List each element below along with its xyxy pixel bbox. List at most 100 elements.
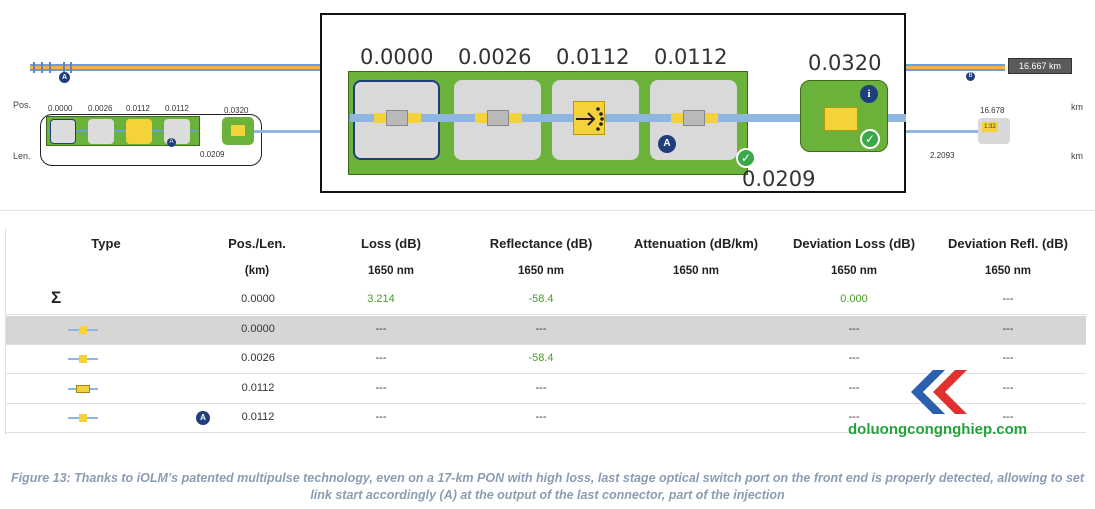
cell-loss: --- [375, 411, 387, 423]
col-header-atten[interactable]: Attenuation (dB/km) [633, 236, 759, 251]
col-subheader-refl: 1650 nm [517, 265, 565, 277]
connector-icon [669, 109, 719, 127]
col-header-type[interactable]: Type [91, 236, 121, 251]
switch-icon [68, 384, 98, 394]
cell-loss: --- [375, 382, 387, 394]
marker-a-icon: A [658, 135, 676, 153]
connector-icon [372, 109, 422, 127]
cell-dev-loss: --- [848, 411, 860, 423]
len-row-label: Len. [13, 151, 31, 161]
total-distance-badge: 16.667 km [1008, 58, 1072, 74]
col-subheader-loss: 1650 nm [367, 265, 415, 277]
sigma-icon: Σ [51, 288, 62, 307]
mini-fiber-line [48, 130, 198, 132]
event-tick [70, 62, 72, 73]
mini-position: 0.0112 [126, 104, 150, 113]
cell-dev-loss: 0.000 [840, 293, 868, 305]
cell-dev-loss: --- [848, 382, 860, 394]
cell-loss: --- [375, 352, 387, 364]
splitter-ratio: 1:32 [982, 122, 998, 132]
link-view: A B 16.667 km Pos. Len. km km 0.0000 0.0… [0, 0, 1095, 215]
col-subheader-dev-refl: 1650 nm [984, 265, 1032, 277]
table-row[interactable]: 0.0000 --- --- --- --- [6, 316, 1086, 345]
event-tick [33, 62, 35, 73]
col-header-dev-loss[interactable]: Deviation Loss (dB) [792, 236, 916, 251]
link-overview-bar-end[interactable] [905, 64, 1005, 71]
col-header-dev-refl[interactable]: Deviation Refl. (dB) [948, 236, 1068, 251]
pos-unit-label: km [1071, 102, 1083, 112]
marker-b-icon: B [966, 72, 975, 81]
events-table: Type Pos./Len. Loss (dB) Reflectance (dB… [5, 228, 1086, 435]
col-subheader-pos: (km) [244, 265, 270, 277]
mini-connector-event[interactable] [88, 119, 114, 144]
check-icon: ✓ [736, 148, 756, 168]
event-tick [49, 62, 51, 73]
cell-refl: -58.4 [528, 352, 554, 364]
col-header-refl[interactable]: Reflectance (dB) [489, 236, 593, 251]
mini-length: 0.0209 [200, 150, 225, 159]
zoom-position: 0.0112 [654, 45, 728, 69]
mini-final-component [231, 125, 245, 136]
cell-dev-refl: --- [1002, 411, 1014, 423]
cell-pos: 0.0026 [241, 352, 275, 364]
table-row[interactable]: A 0.0112 --- --- --- --- [6, 404, 1086, 433]
zoom-position: 0.0026 [458, 45, 532, 69]
mini-position: 0.0320 [224, 106, 249, 115]
end-length: 2.2093 [930, 151, 955, 160]
cell-pos: 0.0000 [241, 323, 275, 335]
link-overview-bar[interactable] [30, 64, 320, 71]
zoom-position: 0.0112 [556, 45, 630, 69]
cell-dev-refl: --- [1002, 293, 1014, 305]
marker-a-icon: A [59, 72, 70, 83]
cell-pos: 0.0112 [241, 382, 275, 394]
final-component-icon [824, 107, 858, 131]
cell-refl: --- [535, 411, 547, 423]
info-icon[interactable]: i [860, 85, 878, 103]
col-subheader-dev-loss: 1650 nm [830, 265, 878, 277]
cell-pos: 0.0112 [241, 411, 275, 423]
mini-position: 0.0000 [48, 104, 73, 113]
mini-position: 0.0026 [88, 104, 113, 113]
cell-dev-refl: --- [1002, 323, 1014, 335]
connector-icon [68, 325, 98, 335]
divider [0, 210, 1095, 211]
mini-switch-event[interactable] [126, 119, 152, 144]
watermark-logo [905, 366, 969, 418]
figure-caption: Figure 13: Thanks to iOLM’s patented mul… [10, 471, 1085, 502]
fiber-line [350, 114, 906, 122]
cell-refl: -58.4 [528, 293, 554, 305]
zoom-position: 0.0320 [808, 51, 882, 75]
optical-switch-icon [573, 101, 605, 135]
connector-icon [68, 413, 98, 423]
mini-marker-a-icon: A [167, 138, 176, 147]
cell-loss: --- [375, 323, 387, 335]
pos-row-label: Pos. [13, 100, 32, 110]
len-unit-label: km [1071, 151, 1083, 161]
cell-loss: 3.214 [367, 293, 395, 305]
marker-a-icon: A [196, 411, 210, 425]
cell-pos: 0.0000 [241, 293, 275, 305]
table-row[interactable]: 0.0112 --- --- --- --- [6, 375, 1086, 404]
zoom-selection-frame[interactable] [40, 114, 262, 166]
event-tick [41, 62, 43, 73]
cell-dev-loss: --- [848, 323, 860, 335]
watermark-text: doluongcongnghiep.com [848, 421, 1028, 438]
zoom-panel: 0.0000 0.0026 0.0112 0.0112 0.0320 A ✓ i [320, 13, 906, 193]
col-subheader-atten: 1650 nm [672, 265, 720, 277]
cell-refl: --- [535, 323, 547, 335]
col-header-loss[interactable]: Loss (dB) [361, 236, 421, 251]
zoom-length: 0.0209 [742, 167, 816, 191]
mini-position: 0.0112 [165, 104, 189, 113]
check-icon: ✓ [860, 129, 880, 149]
connector-icon [68, 354, 98, 364]
mini-connector-event[interactable] [50, 119, 76, 144]
event-tick [63, 62, 65, 73]
zoom-position: 0.0000 [360, 45, 434, 69]
cell-refl: --- [535, 382, 547, 394]
col-header-pos[interactable]: Pos./Len. [228, 236, 286, 251]
cell-dev-loss: --- [848, 352, 860, 364]
table-row[interactable]: 0.0026 --- -58.4 --- --- [6, 345, 1086, 374]
cell-dev-refl: --- [1002, 352, 1014, 364]
cell-dev-refl: --- [1002, 382, 1014, 394]
table-row-summary[interactable]: Σ 0.0000 3.214 -58.4 0.000 --- [6, 286, 1086, 315]
